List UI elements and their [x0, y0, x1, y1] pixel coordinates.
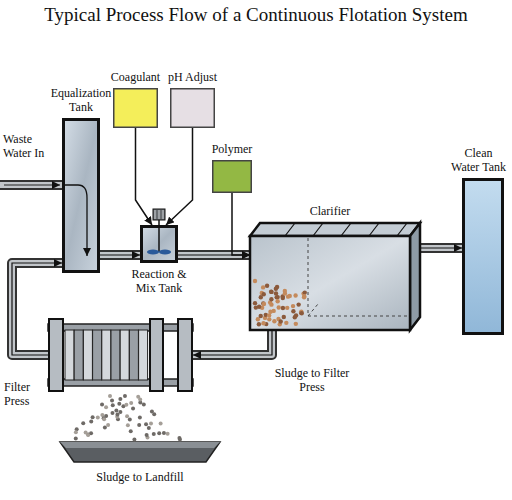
- pipe-connector: [100, 255, 140, 256]
- tank: Equalization Tank: [62, 118, 100, 273]
- press-shape: [48, 318, 193, 392]
- chemical-box: [114, 89, 158, 128]
- press-frame: [48, 319, 193, 391]
- pipe-label: Sludge to Filter Press: [272, 366, 352, 394]
- pipe-connector: [136, 128, 153, 225]
- flow-arrow: [65, 185, 87, 256]
- chem-shape: [113, 88, 158, 128]
- chemical-box: [171, 89, 215, 128]
- tank-label: Reaction & Mix Tank: [127, 267, 191, 295]
- tank-label: Polymer: [202, 142, 262, 156]
- node-label: Reaction & Mix Tank: [127, 267, 191, 295]
- node-label: Clean Water Tank: [449, 146, 508, 174]
- sludge-particles: [74, 394, 182, 442]
- tank-label: pH Adjust: [158, 70, 228, 84]
- tank-label: Equalization Tank: [41, 86, 121, 114]
- mixer: [147, 209, 171, 255]
- chemical-feed-box: pH Adjust: [170, 88, 215, 128]
- node-label: Polymer: [202, 142, 262, 156]
- note-label: Waste Water In: [3, 132, 45, 160]
- tank-label: Clean Water Tank: [449, 146, 508, 174]
- chemical-feed-box: Coagulant: [113, 88, 158, 128]
- tank-label: Coagulant: [101, 70, 171, 84]
- pipe-connector: [166, 128, 193, 225]
- tank-body: [464, 180, 503, 334]
- clean-shape: [462, 178, 504, 335]
- chem-shape: [212, 160, 252, 193]
- chemical-feed-box: Polymer: [212, 160, 252, 193]
- tank-body: [64, 120, 99, 272]
- node-label: Clarifier: [290, 204, 370, 218]
- inlet-pipe: [0, 185, 62, 186]
- settled-sludge: [253, 279, 307, 327]
- tank: Clarifier: [250, 236, 410, 330]
- diagram-title: Typical Process Flow of a Continuous Flo…: [0, 3, 512, 27]
- note-label: Sludge to Landfill: [70, 470, 210, 484]
- tank-label: Clarifier: [290, 204, 370, 218]
- clarifier-body: [250, 223, 420, 330]
- tank: Reaction & Mix Tank: [140, 225, 178, 263]
- tank-label: Filter Press: [4, 380, 44, 408]
- clar-shape: [250, 236, 410, 330]
- chemical-box: [213, 161, 252, 193]
- pipe-connector: [232, 193, 250, 255]
- node-label: Coagulant: [101, 70, 171, 84]
- tank: Clean Water Tank: [462, 178, 504, 335]
- filter-press: Filter Press: [48, 318, 193, 392]
- pipe-connector: [193, 330, 272, 355]
- node-label: pH Adjust: [158, 70, 228, 84]
- node-label: Filter Press: [4, 380, 44, 408]
- mix-shape: [140, 225, 178, 263]
- eq-shape: [62, 118, 100, 273]
- landfill-tray: [60, 442, 220, 462]
- chem-shape: [170, 88, 215, 128]
- node-label: Equalization Tank: [41, 86, 121, 114]
